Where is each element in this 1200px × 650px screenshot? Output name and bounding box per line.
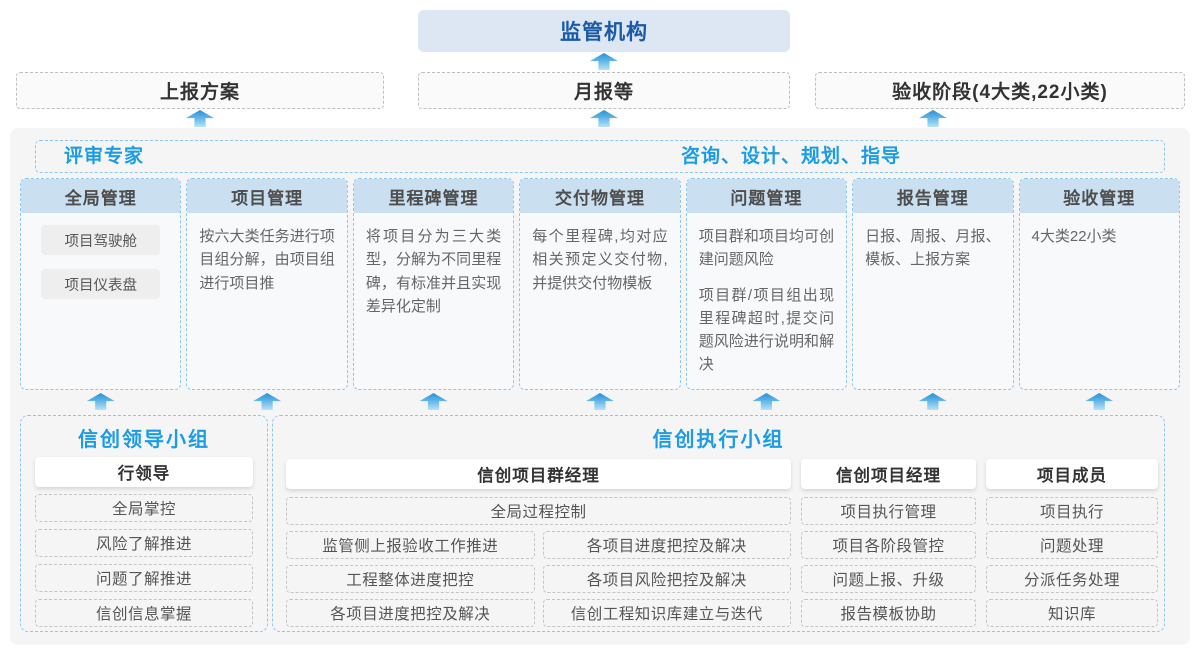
column-description: 按六大类任务进行项目组分解，由项目组进行项目推 (199, 228, 335, 292)
up-arrow-icon (918, 393, 947, 410)
leader-item: 全局掌控 (35, 494, 253, 522)
member-item: 分派任务处理 (986, 565, 1158, 593)
pm-item: 问题上报、升级 (801, 565, 976, 593)
bank-leader-role: 行领导 (35, 457, 253, 487)
leader-item: 风险了解推进 (35, 529, 253, 557)
pm-group-item: 全局过程控制 (286, 497, 791, 525)
consult-design-label: 咨询、设计、规划、指导 (680, 146, 902, 167)
member-item: 知识库 (986, 599, 1158, 627)
project-manager-section: 信创项目经理 项目执行管理 项目各阶段管控 问题上报、升级 报告模板协助 (801, 459, 976, 627)
column-description: 项目群/项目组出现里程碑超时,提交问题风险进行说明和解决 (698, 286, 835, 374)
pm-group-item: 信创工程知识库建立与迭代 (542, 599, 791, 627)
project-cockpit-chip: 项目驾驶舱 (41, 225, 161, 255)
up-arrow-icon (752, 393, 781, 410)
column-milestone-management: 里程碑管理 将项目分为三大类型，分解为不同里程碑，有标准并且实现差异化定制 (352, 178, 515, 390)
regulator-box: 监管机构 (418, 10, 790, 52)
pm-group-item: 监管侧上报验收工作推进 (286, 531, 535, 559)
project-dashboard-chip: 项目仪表盘 (41, 269, 161, 299)
column-header: 项目管理 (187, 179, 347, 213)
monthly-report-box: 月报等 (418, 72, 790, 109)
member-item: 项目执行 (986, 497, 1158, 525)
column-header: 报告管理 (853, 179, 1013, 213)
pm-item: 项目各阶段管控 (801, 531, 976, 559)
pm-item: 报告模板协助 (801, 599, 976, 627)
pm-group-item: 各项目风险把控及解决 (542, 565, 791, 593)
column-header: 里程碑管理 (353, 179, 514, 213)
column-issue-management: 问题管理 项目群和项目均可创建问题风险 项目群/项目组出现里程碑超时,提交问题风… (685, 178, 848, 390)
column-header: 问题管理 (686, 179, 847, 213)
program-manager-role: 信创项目群经理 (286, 459, 791, 489)
up-arrow-icon (253, 393, 282, 410)
column-global-management: 全局管理 项目驾驶舱 项目仪表盘 (20, 178, 182, 390)
column-arrows (20, 393, 1180, 410)
up-arrow-icon (590, 53, 618, 70)
column-description: 日报、周报、月报、模板、上报方案 (865, 228, 1001, 269)
pm-group-item: 工程整体进度把控 (286, 565, 535, 593)
up-arrow-icon (86, 393, 115, 410)
member-item: 问题处理 (986, 531, 1158, 559)
program-manager-section: 信创项目群经理 全局过程控制 监管侧上报验收工作推进 各项目进度把控及解决 工程… (286, 459, 791, 627)
up-arrow-icon (1085, 393, 1114, 410)
column-project-management: 项目管理 按六大类任务进行项目组分解，由项目组进行项目推 (186, 178, 348, 390)
executor-group-title: 信创执行小组 (652, 429, 785, 451)
experts-bar: 评审专家 咨询、设计、规划、指导 (35, 140, 1165, 173)
column-deliverable-management: 交付物管理 每个里程碑,均对应相关预定义交付物,并提供交付物模板 (519, 178, 681, 390)
up-arrow-icon (919, 110, 947, 127)
project-member-role: 项目成员 (986, 459, 1158, 489)
leadership-group: 信创领导小组 行领导 全局掌控 风险了解推进 问题了解推进 信创信息掌握 (20, 415, 268, 632)
executor-group: 信创执行小组 信创项目群经理 全局过程控制 监管侧上报验收工作推进 各项目进度把… (272, 415, 1165, 632)
pm-group-item: 各项目进度把控及解决 (542, 531, 791, 559)
project-member-section: 项目成员 项目执行 问题处理 分派任务处理 知识库 (986, 459, 1158, 627)
report-plan-box: 上报方案 (16, 72, 384, 109)
leader-item: 问题了解推进 (35, 564, 253, 592)
pm-item: 项目执行管理 (801, 497, 976, 525)
column-header: 验收管理 (1019, 179, 1179, 213)
up-arrow-icon (186, 110, 214, 127)
column-header: 交付物管理 (520, 179, 680, 213)
up-arrow-icon (419, 393, 448, 410)
column-header: 全局管理 (21, 179, 181, 213)
pm-group-item: 各项目进度把控及解决 (286, 599, 535, 627)
column-description: 将项目分为三大类型，分解为不同里程碑，有标准并且实现差异化定制 (365, 228, 502, 315)
column-description: 项目群和项目均可创建问题风险 (698, 228, 835, 269)
leader-item: 信创信息掌握 (35, 599, 253, 627)
management-columns: 全局管理 项目驾驶舱 项目仪表盘 项目管理 按六大类任务进行项目组分解，由项目组… (20, 178, 1180, 390)
main-panel: 评审专家 咨询、设计、规划、指导 全局管理 项目驾驶舱 项目仪表盘 项目管理 按… (10, 128, 1190, 645)
up-arrow-icon (585, 393, 614, 410)
acceptance-phase-box: 验收阶段(4大类,22小类) (815, 72, 1185, 109)
leadership-group-title: 信创领导小组 (78, 429, 210, 451)
project-manager-role: 信创项目经理 (801, 459, 976, 489)
review-experts-label: 评审专家 (64, 146, 145, 167)
column-acceptance-management: 验收管理 4大类22小类 (1018, 178, 1180, 390)
column-description: 4大类22小类 (1031, 228, 1117, 245)
column-description: 每个里程碑,均对应相关预定义交付物,并提供交付物模板 (532, 228, 668, 292)
up-arrow-icon (590, 110, 618, 127)
column-report-management: 报告管理 日报、周报、月报、模板、上报方案 (852, 178, 1014, 390)
